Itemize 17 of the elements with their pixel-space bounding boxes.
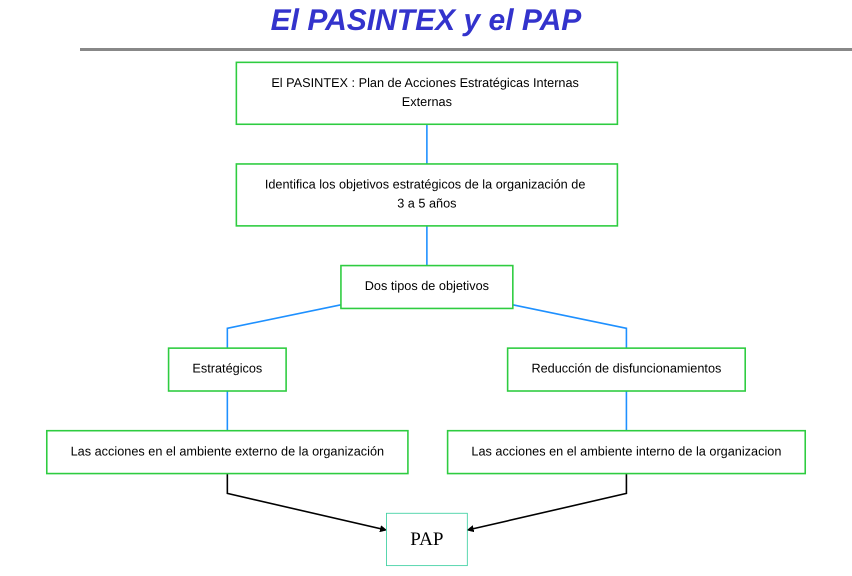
- arrow: [466, 474, 628, 532]
- connector: [226, 391, 228, 431]
- connector: [426, 226, 428, 266]
- node-box: Las acciones en el ambiente interno de la organizacion: [446, 430, 806, 474]
- node-box: Reducción de disfuncionamientos: [506, 347, 746, 392]
- node-box: El PASINTEX : Plan de Acciones Estratégicas Internas Externas: [236, 62, 618, 126]
- connector: [626, 391, 628, 431]
- connector: [512, 304, 628, 348]
- connector: [426, 124, 428, 164]
- node-box: Identifica los objetivos estratégicos de la organización de 3 a 5 años: [236, 163, 618, 227]
- node-box: PAP: [386, 512, 468, 566]
- title: El PASINTEX y el PAP: [270, 4, 582, 38]
- node-box: Las acciones en el ambiente externo de la organización: [46, 430, 409, 474]
- arrow: [226, 474, 387, 532]
- node-box: Estratégicos: [168, 347, 287, 392]
- connector: [226, 304, 342, 348]
- node-box: Dos tipos de objetivos: [340, 264, 514, 310]
